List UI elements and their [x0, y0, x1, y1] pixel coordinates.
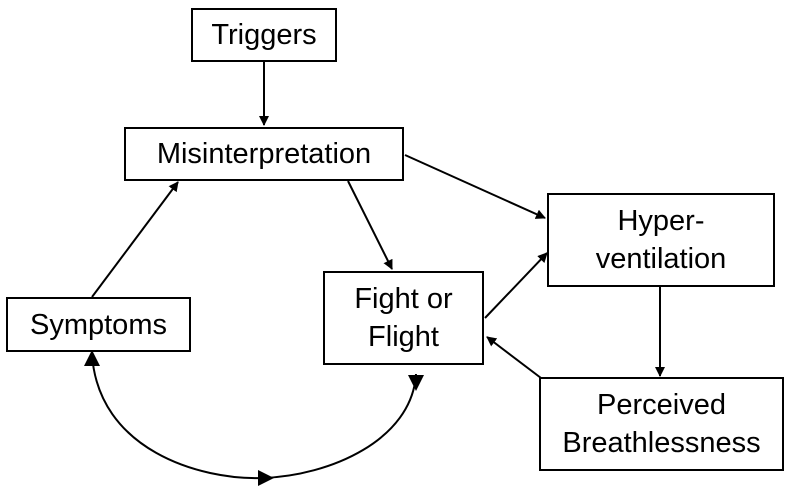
arrow-symptoms-to-misinterpretation [91, 181, 179, 298]
node-hyperventilation: Hyper- ventilation [547, 193, 775, 287]
node-label: Triggers [211, 19, 317, 51]
arrow-misinterpretation-to-hyperventilation [404, 154, 546, 219]
node-label-line-2: ventilation [595, 243, 727, 275]
node-misinterpretation: Misinterpretation [124, 127, 404, 181]
arrowhead-at-fight-or-flight [408, 375, 424, 391]
curved-loop-fight-or-flight-symptoms [91, 353, 417, 480]
node-label-line-2: Flight [368, 321, 439, 353]
node-triggers: Triggers [191, 8, 337, 62]
arrowhead-bottom-of-loop [258, 470, 274, 486]
node-label-line-2: Breathlessness [562, 427, 761, 459]
node-label-line-1: Fight or [354, 283, 453, 315]
node-label: Misinterpretation [156, 138, 372, 170]
arrow-fight-or-flight-to-hyperventilation [484, 252, 548, 319]
node-label-line-1: Hyper- [617, 205, 705, 237]
arrowhead-at-symptoms [84, 350, 100, 366]
node-label-line-1: Perceived [597, 389, 726, 421]
node-perceived-breathlessness: Perceived Breathlessness [539, 377, 784, 471]
arrow-perceived-breathlessness-to-fight-or-flight [486, 336, 542, 379]
node-fight-or-flight: Fight or Flight [323, 271, 484, 365]
node-symptoms: Symptoms [6, 297, 191, 352]
arrow-misinterpretation-to-fight-or-flight [347, 180, 393, 270]
node-label: Symptoms [30, 308, 167, 341]
